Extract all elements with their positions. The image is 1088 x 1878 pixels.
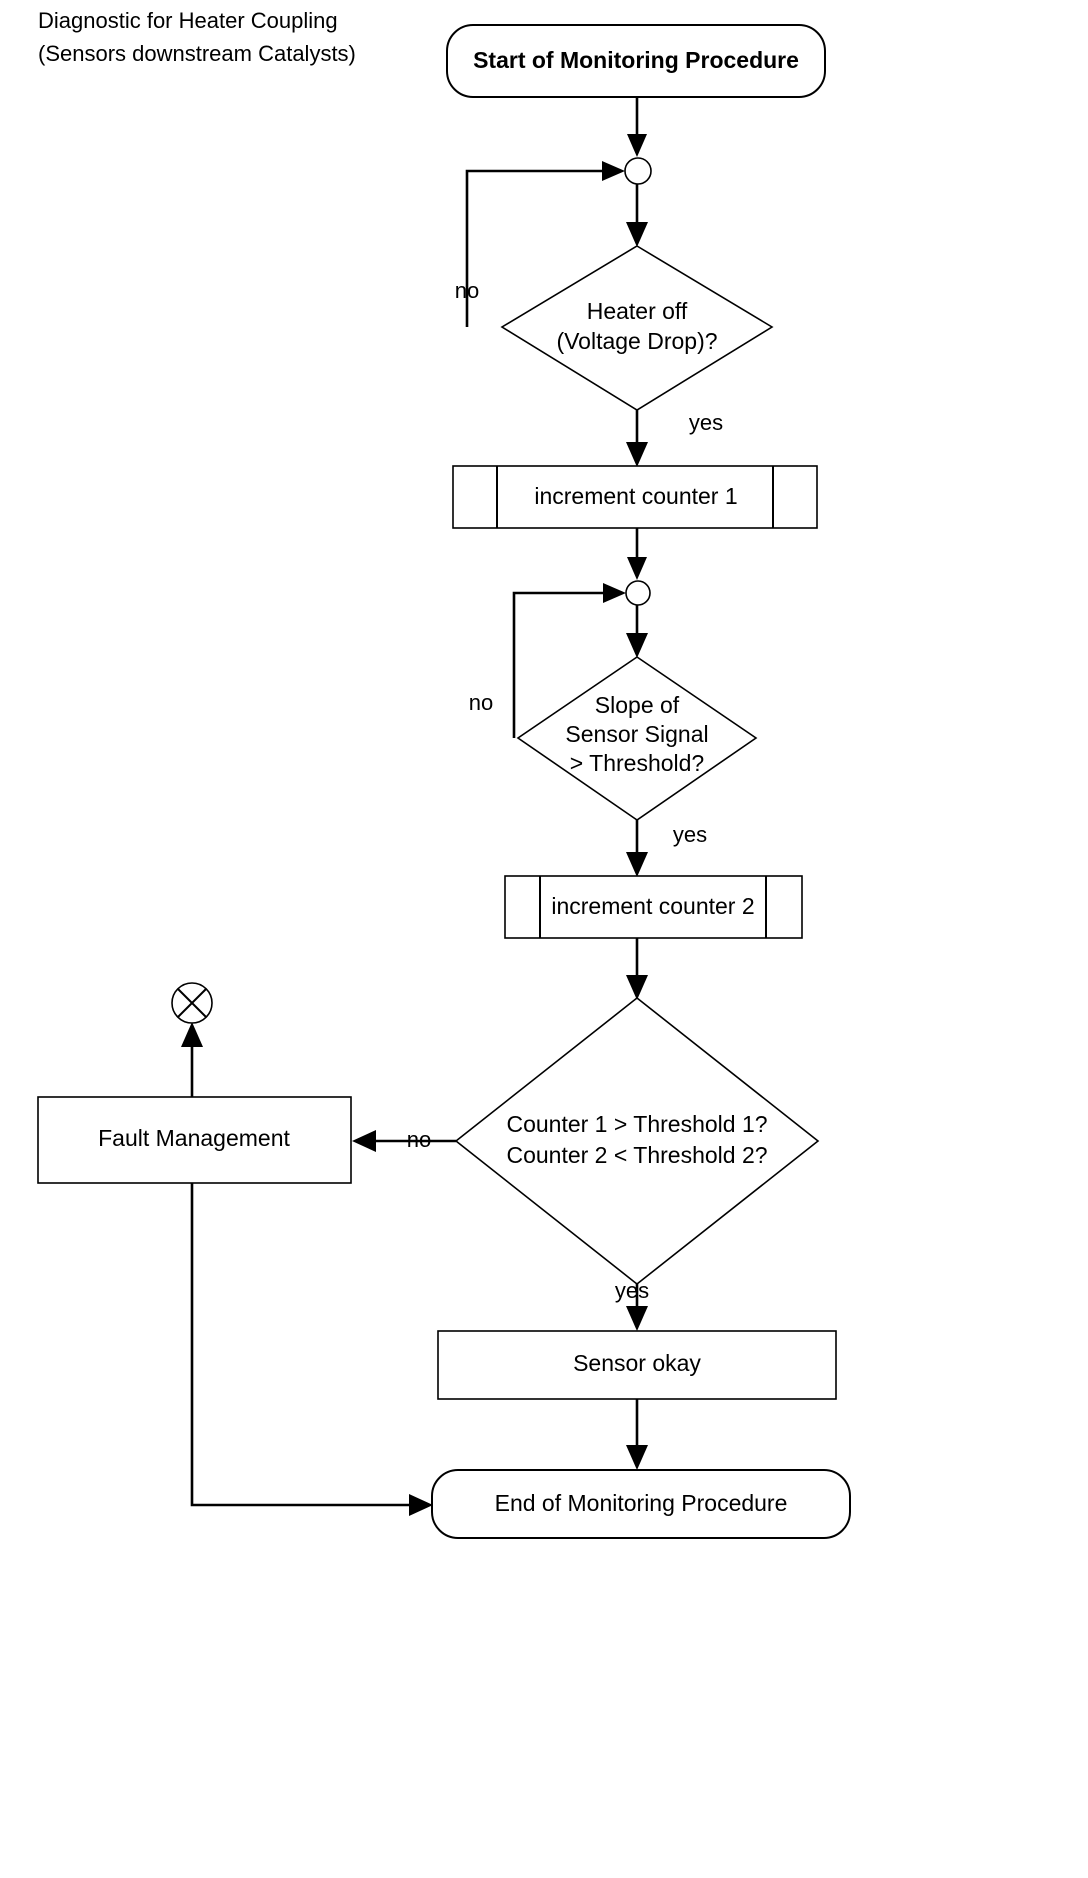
edge-decision-counters-to-sensor-okay: [626, 1284, 648, 1331]
edge-fault-management-to-end: [190, 1183, 433, 1516]
arrowhead-down: [626, 852, 648, 877]
start-label: Start of Monitoring Procedure: [473, 47, 799, 73]
decision-slope-line-3: > Threshold?: [570, 750, 704, 776]
increment-counter-1-shape: [452, 465, 818, 529]
decision-heater-off-line-1: Heater off: [587, 298, 688, 324]
edge-junction-2-to-decision-slope: [626, 605, 648, 658]
decision-slope-line-1: Slope of: [595, 692, 680, 718]
arrowhead-right: [602, 161, 625, 181]
arrowhead-down: [626, 1306, 648, 1331]
decision-counters-shape: [454, 996, 820, 1286]
arrowhead-down: [627, 557, 647, 580]
arrowhead-down: [626, 222, 648, 247]
node-decision-slope[interactable]: Slope of Sensor Signal > Threshold?: [516, 656, 758, 821]
sensor-okay-label: Sensor okay: [573, 1350, 701, 1376]
arrowhead-right: [409, 1494, 433, 1516]
decision-heater-off-line-2: (Voltage Drop)?: [556, 328, 717, 354]
edge-decision-heater-to-counter-1: [626, 410, 648, 467]
edge-label-counters-no: no: [407, 1127, 431, 1152]
edge-label-slope-no: no: [469, 690, 493, 715]
node-increment-counter-2[interactable]: increment counter 2: [504, 875, 803, 939]
decision-counters-line-1: Counter 1 > Threshold 1?: [506, 1111, 767, 1137]
sensor-okay-shape: [437, 1330, 837, 1400]
node-decision-counters[interactable]: Counter 1 > Threshold 1? Counter 2 < Thr…: [454, 996, 820, 1286]
edge-junction-1-to-decision-heater: [626, 184, 648, 247]
node-fault-management[interactable]: Fault Management: [37, 1096, 352, 1184]
edge-slope-no-feedback: [512, 583, 626, 738]
title-line-1: Diagnostic for Heater Coupling: [38, 8, 338, 33]
edge-sensor-okay-to-end: [626, 1399, 648, 1470]
arrowhead-down: [626, 633, 648, 658]
fault-management-shape: [37, 1096, 352, 1184]
edge-label-slope-yes: yes: [673, 822, 707, 847]
edge-counter-1-to-junction-2: [627, 528, 647, 580]
node-decision-heater-off[interactable]: Heater off (Voltage Drop)?: [500, 245, 774, 411]
increment-counter-2-shape: [504, 875, 803, 939]
arrowhead-down: [626, 975, 648, 1000]
node-increment-counter-1[interactable]: increment counter 1: [452, 465, 818, 529]
edge-label-heater-off-yes: yes: [689, 410, 723, 435]
arrowhead-down: [626, 442, 648, 467]
node-sensor-okay[interactable]: Sensor okay: [437, 1330, 837, 1400]
edge-heater-off-no-feedback: [465, 161, 625, 327]
node-junction-1: [624, 157, 652, 185]
end-terminator-shape: [431, 1469, 851, 1539]
title-line-2: (Sensors downstream Catalysts): [38, 41, 356, 66]
node-start[interactable]: Start of Monitoring Procedure: [446, 24, 826, 98]
node-end[interactable]: End of Monitoring Procedure: [431, 1469, 851, 1539]
arrowhead-down: [626, 1445, 648, 1470]
decision-slope-line-2: Sensor Signal: [565, 721, 708, 747]
end-label: End of Monitoring Procedure: [495, 1490, 788, 1516]
edge-decision-counters-to-fault-management: [352, 1130, 456, 1152]
decision-counters-line-2: Counter 2 < Threshold 2?: [506, 1142, 767, 1168]
arrowhead-right: [603, 583, 626, 603]
arrowhead-down: [627, 134, 647, 157]
increment-counter-2-label: increment counter 2: [551, 893, 754, 919]
edge-start-to-junction-1: [627, 97, 647, 157]
edge-fault-management-to-abort: [181, 1022, 203, 1097]
arrowhead-left: [352, 1130, 376, 1152]
increment-counter-1-label: increment counter 1: [534, 483, 737, 509]
edge-counter-2-to-decision-counters: [626, 938, 648, 1000]
junction-2-circle: [625, 580, 651, 606]
abort-terminator-cross-2: [177, 988, 207, 1018]
edge-decision-slope-to-counter-2: [626, 820, 648, 877]
edge-label-counters-yes: yes: [615, 1278, 649, 1303]
arrowhead-up: [181, 1022, 203, 1047]
fault-management-label: Fault Management: [98, 1125, 290, 1151]
node-abort-terminator: [171, 982, 213, 1024]
junction-1-circle: [624, 157, 652, 185]
node-junction-2: [625, 580, 651, 606]
diagram-title: Diagnostic for Heater Coupling (Sensors …: [38, 8, 356, 66]
edge-label-heater-off-no: no: [455, 278, 479, 303]
